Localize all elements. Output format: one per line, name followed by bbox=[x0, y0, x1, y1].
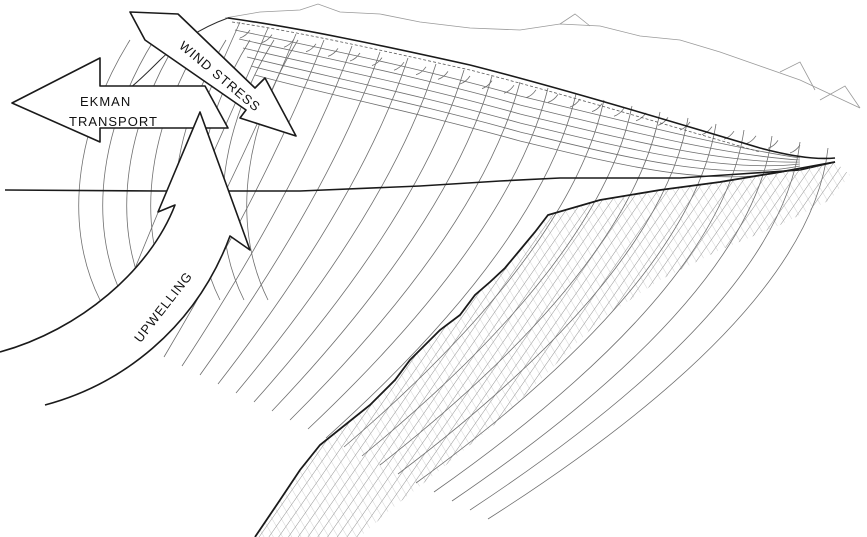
surface-tick bbox=[745, 135, 757, 145]
ekman-label-line2: TRANSPORT bbox=[69, 114, 158, 129]
background-line bbox=[78, 39, 131, 301]
background-line bbox=[246, 39, 299, 301]
surface-tick bbox=[767, 140, 779, 149]
isotherm-line bbox=[271, 75, 493, 412]
isotherm-line bbox=[289, 81, 521, 421]
isotherm-line bbox=[235, 63, 437, 394]
wind-stress-arrow bbox=[129, 11, 297, 137]
isotherm-line bbox=[181, 45, 353, 367]
seafloor-hatching-overlay bbox=[255, 162, 850, 537]
seafloor-profile bbox=[254, 161, 836, 537]
surface-tick bbox=[239, 29, 251, 39]
isotherm-line bbox=[325, 93, 577, 439]
surface-tick bbox=[525, 89, 537, 99]
ekman-transport-arrow bbox=[11, 57, 229, 143]
surface-tick bbox=[657, 117, 669, 126]
surface-tick bbox=[305, 43, 317, 53]
surface-tick bbox=[569, 98, 581, 108]
cross-section-line bbox=[4, 161, 836, 192]
isotherm-line bbox=[163, 39, 325, 358]
ekman-label-line1: EKMAN bbox=[80, 94, 132, 109]
surface-tick bbox=[723, 130, 735, 140]
surface-tick bbox=[393, 61, 405, 71]
background-line bbox=[222, 39, 275, 301]
surface-tick bbox=[789, 144, 801, 154]
isotherm-line bbox=[307, 87, 549, 430]
surface-layer-line bbox=[246, 56, 801, 167]
surface-layer-line bbox=[250, 65, 801, 172]
surface-tick bbox=[437, 71, 449, 80]
surface-tick bbox=[679, 121, 691, 131]
isotherm-line bbox=[217, 57, 409, 385]
surface-layer-line bbox=[234, 29, 801, 159]
surface-layer-line bbox=[238, 38, 801, 161]
surface-tick bbox=[459, 75, 471, 85]
water-block-front-face bbox=[129, 17, 229, 89]
surface-tick bbox=[613, 107, 625, 117]
upwelling-arrow bbox=[0, 111, 251, 406]
surface-tick bbox=[547, 94, 559, 103]
surface-tick bbox=[503, 84, 515, 94]
surface-layer-line bbox=[254, 74, 801, 178]
surface-tick bbox=[415, 66, 427, 76]
surface-tick bbox=[591, 103, 603, 112]
sea-surface-edge bbox=[227, 17, 836, 160]
sea-surface-edge-shade bbox=[231, 21, 761, 153]
surface-tick bbox=[349, 52, 361, 62]
surface-tick bbox=[283, 38, 295, 48]
surface-tick bbox=[371, 57, 383, 66]
surface-tick bbox=[481, 80, 493, 89]
surface-layer-line bbox=[242, 47, 801, 163]
isotherm-line bbox=[199, 51, 381, 376]
distant-sea-surface bbox=[224, 3, 861, 109]
surface-tick bbox=[261, 34, 273, 43]
background-line bbox=[102, 39, 155, 301]
surface-tick bbox=[327, 48, 339, 57]
isotherm-line bbox=[253, 69, 465, 403]
